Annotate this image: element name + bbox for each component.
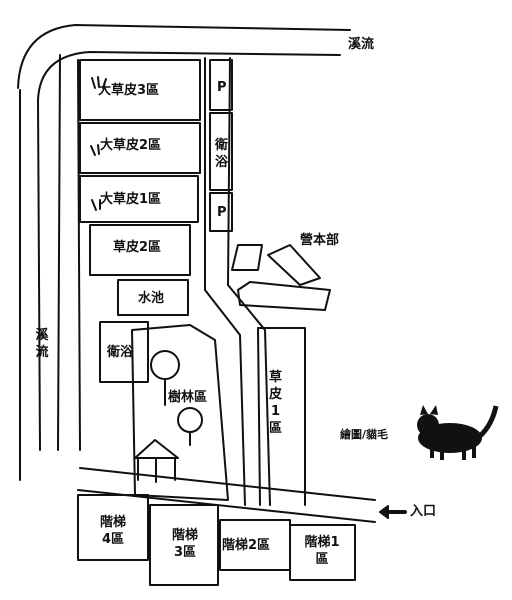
restroom-right-outline <box>209 112 233 191</box>
gazebo-icon <box>134 439 179 483</box>
lawn-1-label[interactable]: 草皮1區 <box>268 370 282 436</box>
pond-label[interactable]: 水池 <box>138 291 165 306</box>
terrace-3-outline <box>149 504 219 586</box>
stream-left-label: 溪流 <box>35 328 49 360</box>
building-icon <box>231 244 331 311</box>
terrace-1-label[interactable]: 階梯1區 <box>304 535 340 567</box>
big-lawn-1-outline <box>79 175 199 223</box>
big-lawn-2-outline <box>79 122 201 174</box>
road-right-b <box>227 57 271 506</box>
tree-icon <box>150 350 203 446</box>
big-lawn-3-outline <box>79 59 201 121</box>
big-lawn-3-label[interactable]: 大草皮3區 <box>98 83 160 98</box>
restroom-left-outline <box>99 321 149 383</box>
stream-left-inner <box>37 99 41 451</box>
terrace-2-label[interactable]: 階梯2區 <box>222 538 271 553</box>
camp-hq-label[interactable]: 營本部 <box>300 233 340 248</box>
road-right-a <box>204 57 246 506</box>
grove-outline <box>131 324 229 501</box>
grass-tuft-icon <box>90 76 107 211</box>
parking-bottom-outline <box>209 192 233 232</box>
arrow-left-icon <box>379 505 407 519</box>
entrance-label[interactable]: 入口 <box>410 504 437 519</box>
terrace-1-outline <box>289 524 356 581</box>
parking-top-label[interactable]: P <box>217 80 227 95</box>
terrace-4-outline <box>77 494 149 561</box>
road-left-inner <box>77 59 81 451</box>
road-bottom-a <box>79 467 376 501</box>
terrace-4-label[interactable]: 階梯4區 <box>99 515 126 547</box>
credit-label: 繪圖/貓毛 <box>340 428 389 441</box>
pond-outline <box>117 279 189 316</box>
stream-top-inner <box>37 51 341 101</box>
big-lawn-2-label[interactable]: 大草皮2區 <box>100 138 162 153</box>
grove-label[interactable]: 樹林區 <box>168 390 208 405</box>
road-left-outer <box>57 54 61 451</box>
terrace-3-label[interactable]: 階梯3區 <box>171 528 198 560</box>
parking-bottom-label[interactable]: P <box>217 205 227 220</box>
cat-icon <box>417 405 499 460</box>
stream-top-label: 溪流 <box>348 37 375 52</box>
lawn-1-left <box>257 327 261 506</box>
lawn-2-outline <box>89 224 191 276</box>
big-lawn-1-label[interactable]: 大草皮1區 <box>100 192 162 207</box>
restroom-left-label[interactable]: 衛浴 <box>107 345 134 360</box>
stream-top-edge <box>17 24 351 89</box>
parking-top-outline <box>209 59 233 111</box>
lawn-1-outline <box>257 327 306 506</box>
restroom-right-label[interactable]: 衛浴 <box>214 138 228 170</box>
lawn-2-label[interactable]: 草皮2區 <box>113 240 162 255</box>
